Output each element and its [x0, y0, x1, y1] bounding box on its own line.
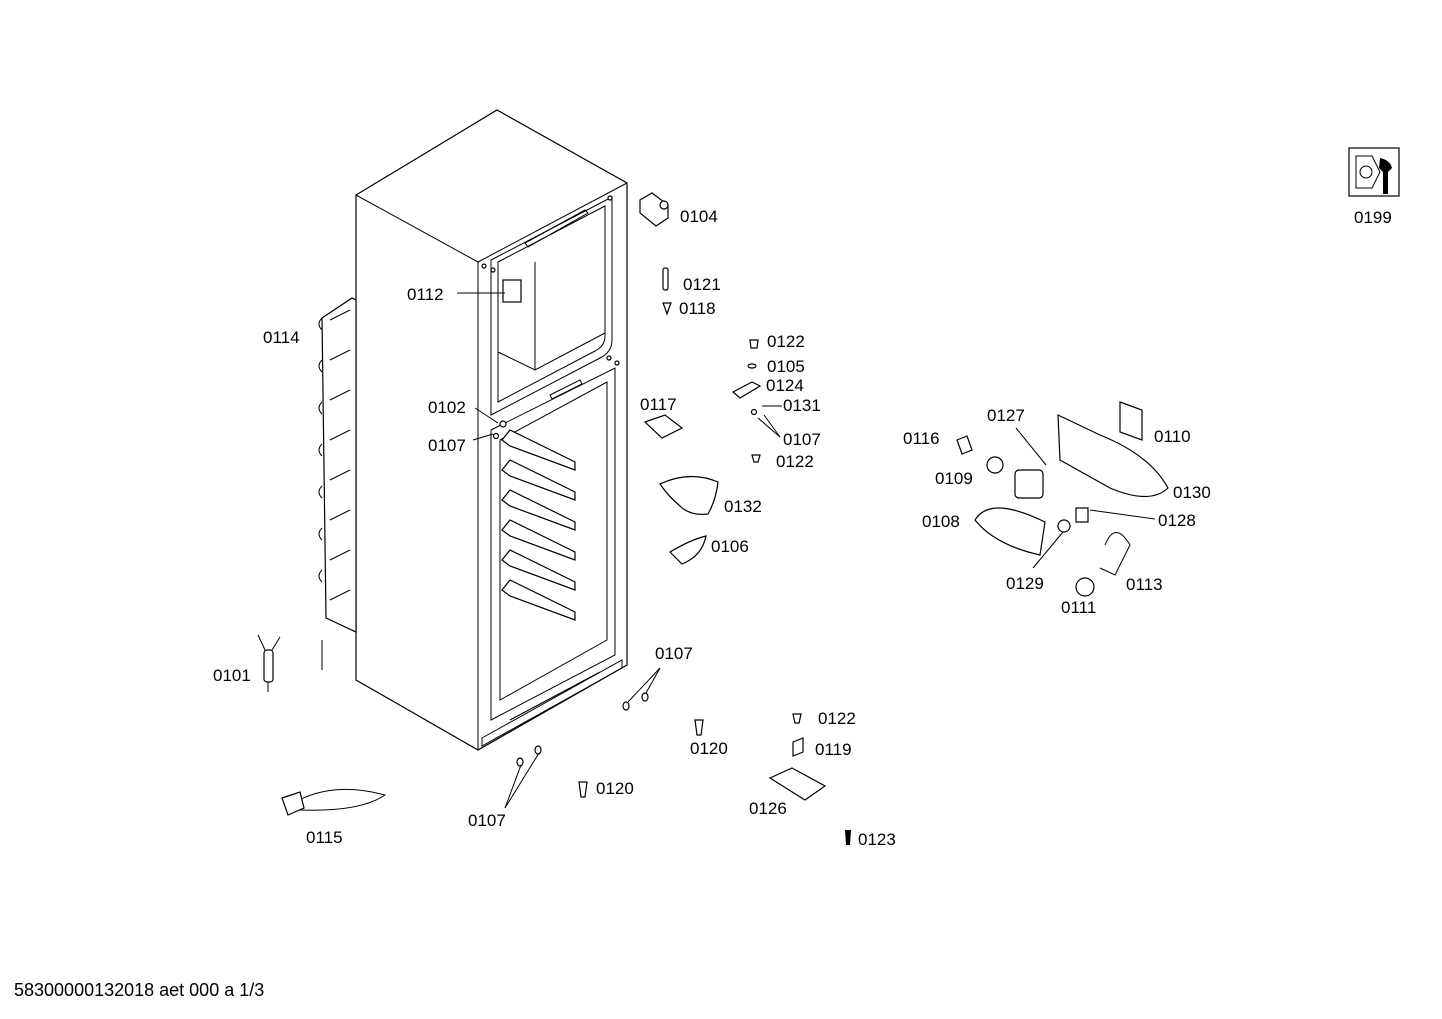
leader-lines	[457, 292, 1156, 809]
part-0104-hinge	[639, 192, 669, 227]
label-0129: 0129	[1006, 574, 1044, 593]
condenser-coil	[318, 297, 357, 670]
part-0128-connector	[1075, 507, 1089, 523]
part-0111-cap	[1075, 577, 1095, 597]
label-0127: 0127	[987, 406, 1025, 425]
label-0112: 0112	[407, 285, 444, 304]
part-0107-plug	[492, 432, 500, 440]
part-0121-pin	[662, 267, 669, 291]
label-0115: 0115	[306, 828, 343, 847]
part-0122-screw-top	[749, 339, 759, 349]
label-0122-mid: 0122	[776, 452, 814, 471]
part-0102-cap	[499, 420, 507, 428]
label-0121: 0121	[683, 275, 721, 294]
label-0122-top: 0122	[767, 332, 805, 351]
label-0107-front: 0107	[655, 644, 693, 663]
label-0102: 0102	[428, 398, 466, 417]
part-labels: 0104 0121 0118 0112 0114 0122 0105 0124 …	[213, 207, 1392, 849]
label-0105: 0105	[767, 357, 805, 376]
part-0127-thermostat	[1014, 469, 1044, 499]
part-0120-screw-mid	[694, 719, 704, 736]
part-0112-label	[502, 279, 522, 303]
label-0113: 0113	[1126, 575, 1163, 594]
label-0116: 0116	[903, 429, 940, 448]
label-0199: 0199	[1354, 208, 1392, 227]
label-0126: 0126	[749, 799, 787, 818]
label-0120-mid: 0120	[690, 739, 728, 758]
part-0124-bracket	[731, 381, 762, 399]
part-0123-screw	[845, 830, 851, 845]
label-0118: 0118	[679, 299, 716, 318]
label-0114: 0114	[263, 328, 300, 347]
part-0119-clip	[792, 737, 804, 757]
part-0116-bulb	[956, 435, 973, 455]
label-0107-left: 0107	[428, 436, 466, 455]
label-0132: 0132	[724, 497, 762, 516]
part-0105-washer	[747, 363, 757, 369]
part-0126-foot-plate	[768, 767, 827, 801]
refrigerator-cabinet	[355, 109, 628, 751]
label-0124: 0124	[766, 376, 804, 395]
label-0101: 0101	[213, 666, 251, 685]
part-0120-screw-low	[578, 781, 588, 798]
part-0108-lamp-cover	[974, 507, 1046, 556]
label-0108: 0108	[922, 512, 960, 531]
part-0107-plugs-front	[622, 692, 649, 711]
part-0106-cover	[669, 535, 707, 565]
part-0118-screw	[662, 302, 672, 316]
label-0109: 0109	[935, 469, 973, 488]
label-0120-low: 0120	[596, 779, 634, 798]
part-0122-screw-mid	[751, 454, 761, 463]
part-0131-screw	[750, 408, 758, 416]
label-0107-right: 0107	[783, 430, 821, 449]
part-0132-fan-cover	[659, 475, 719, 515]
part-0122-screw-bottom	[792, 713, 802, 724]
label-0107-bottom: 0107	[468, 811, 506, 830]
label-0106: 0106	[711, 537, 749, 556]
label-0122-bottom: 0122	[818, 709, 856, 728]
label-0123: 0123	[858, 830, 896, 849]
service-kit-icon	[1348, 147, 1400, 197]
part-0101-capacitor	[257, 634, 281, 692]
part-0113-sensor	[1099, 532, 1131, 576]
shelf-rails	[501, 429, 576, 621]
part-0130-lamp-housing	[1057, 414, 1169, 497]
label-0117: 0117	[640, 395, 677, 414]
label-0111: 0111	[1061, 598, 1096, 617]
label-0104: 0104	[680, 207, 718, 226]
document-id: 58300000132018 aet 000 a 1/3	[14, 980, 265, 1000]
label-0128: 0128	[1158, 511, 1196, 530]
part-0109-holder	[986, 456, 1004, 474]
part-0129-knob	[1057, 519, 1071, 533]
label-0119: 0119	[815, 740, 852, 759]
label-0131: 0131	[783, 396, 821, 415]
part-0110-grille	[1119, 401, 1143, 441]
label-0110: 0110	[1154, 427, 1191, 446]
label-0130: 0130	[1173, 483, 1211, 502]
part-0115-power-cord	[281, 788, 387, 816]
part-0117-switch	[643, 414, 684, 439]
